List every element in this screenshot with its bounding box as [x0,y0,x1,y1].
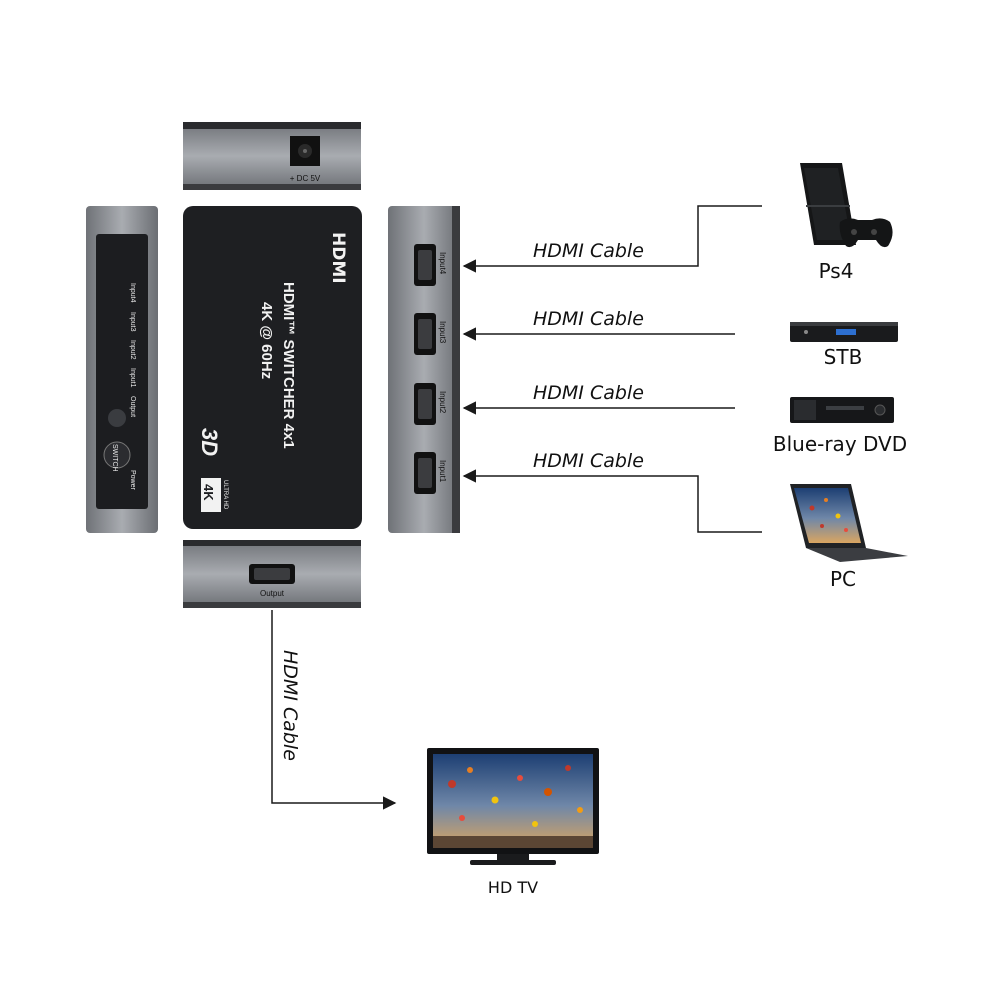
laptop-icon [790,484,908,562]
cable-label-tv: HDMI Cable [279,650,301,761]
cable-line-pc [462,469,762,533]
badge-3d: 3D [197,428,222,456]
hdmi-port-input2-icon [414,383,436,425]
output-port-label: Output [260,589,285,598]
switch-label: SWITCH [111,444,118,472]
device-label-ps4: Ps4 [819,259,854,283]
cable-lines [271,205,762,810]
cable-label-pc: HDMI Cable [533,450,644,472]
front-label-input4: Input4 [129,283,136,303]
dc-label: + DC 5V [290,174,321,183]
front-label-input2: Input2 [129,340,136,360]
cable-line-ps4 [462,205,762,273]
badge-4k-icon [201,478,221,512]
led-icon [108,409,126,427]
front-label-output: Output [129,396,136,417]
device-label-tv: HD TV [488,878,538,897]
hdmi-port-input3-icon [414,313,436,355]
device-label-stb: STB [824,345,863,369]
device-label-dvd: Blue-ray DVD [773,432,907,456]
ps4-icon [800,163,893,248]
switch-button[interactable] [103,441,131,469]
tv-icon [427,748,599,865]
switcher-body: HDMI HDMI™ SWITCHER 4x1 4K @ 60Hz 3D 4K … [183,206,362,529]
badge-4k: 4K [201,484,216,501]
switcher-title-line1: HDMI™ SWITCHER 4x1 [280,282,297,449]
cable-label-ps4: HDMI Cable [533,240,644,262]
switcher-input-panel: Input4 Input3 Input2 Input1 [388,206,460,533]
front-label-power: Power [129,470,136,491]
switcher-output-view: Output [183,540,361,608]
badge-4k-sub: ULTRA HD [222,480,228,510]
hdmi-logo: HDMI [328,232,348,284]
hdmi-port-input1-icon [414,452,436,494]
stb-icon [790,322,898,342]
front-label-input3: Input3 [129,312,136,332]
cable-label-dvd: HDMI Cable [533,382,644,404]
device-label-pc: PC [830,567,856,591]
input1-label: Input1 [438,460,447,483]
hdmi-port-output-icon [249,564,295,584]
dvd-player-icon [790,397,894,423]
cable-line-tv [271,610,397,810]
input4-label: Input4 [438,252,447,275]
switcher-title-line2: 4K @ 60Hz [258,302,275,379]
front-label-input1: Input1 [129,368,136,388]
input3-label: Input3 [438,321,447,344]
cable-label-stb: HDMI Cable [533,308,644,330]
switcher-front-panel: Input4 Input3 Input2 Input1 Output Power… [86,206,158,533]
input2-label: Input2 [438,391,447,414]
hdmi-port-input4-icon [414,244,436,286]
switcher-rear-view: + DC 5V [183,122,361,190]
